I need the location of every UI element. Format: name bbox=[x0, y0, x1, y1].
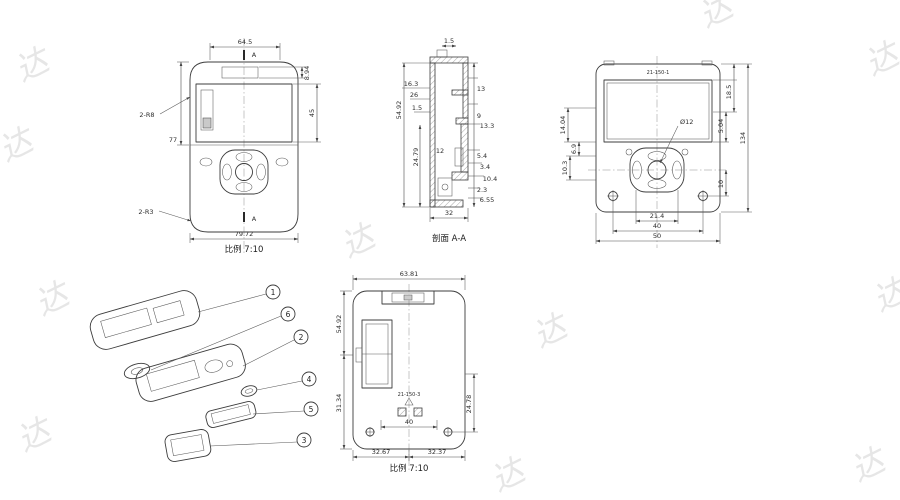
back-body-outline bbox=[595, 63, 721, 213]
section-marker-a-bottom: A bbox=[252, 215, 257, 223]
exploded-part-button bbox=[240, 385, 258, 397]
watermark-text: 达 bbox=[845, 439, 894, 489]
section-view-dimensions: 1.5 16.3 26 1.5 54.92 24.79 12 13 bbox=[395, 37, 497, 222]
dim-50: 50 bbox=[653, 232, 661, 240]
internal-scale-label: 比例 7:10 bbox=[390, 463, 429, 474]
dim-134: 134 bbox=[739, 132, 747, 144]
dim-34: 3.4 bbox=[480, 163, 490, 171]
internal-screw-hole-left bbox=[365, 427, 375, 437]
section-title: 剖面 A-A bbox=[432, 233, 466, 244]
exploded-balloons: 1 6 2 4 5 3 bbox=[150, 284, 319, 448]
internal-view-dimensions: 63.81 54.92 31.34 24.78 40 32.67 32.37 bbox=[335, 270, 478, 461]
dim-3237: 32.37 bbox=[428, 448, 447, 456]
watermark-text: 达 bbox=[859, 33, 900, 83]
back-screw-hole-right bbox=[697, 190, 709, 202]
back-view: 21-150-1 Ø12 134 bbox=[559, 56, 752, 248]
dim-3134: 31.34 bbox=[335, 394, 343, 413]
section-marker-a-top: A bbox=[252, 51, 257, 59]
watermark-text: 达 bbox=[29, 273, 78, 323]
dim-504: 5.04 bbox=[717, 119, 725, 133]
dim-185: 18.5 bbox=[725, 85, 733, 99]
dim-top-width: 64.5 bbox=[238, 38, 252, 46]
dim-104: 10.4 bbox=[483, 175, 497, 183]
exploded-part-mid-frame bbox=[135, 343, 246, 402]
watermark-text: 达 bbox=[335, 215, 384, 265]
dim-hole-dia: Ø12 bbox=[680, 118, 693, 126]
balloon-6: 6 bbox=[286, 310, 291, 319]
dim-1404: 14.04 bbox=[559, 116, 567, 135]
dim-32: 32 bbox=[445, 209, 453, 217]
watermark-text: 达 bbox=[11, 409, 60, 459]
front-view-dimensions: 64.5 8.94 45 77 2-R8 2-R3 79.72 bbox=[138, 38, 321, 243]
dim-10: 10 bbox=[717, 180, 725, 188]
internal-screw-hole-right bbox=[443, 427, 453, 437]
dim-12: 12 bbox=[436, 147, 444, 155]
exploded-part-gasket bbox=[123, 362, 151, 380]
back-view-dimensions: 134 18.5 5.04 10 14.04 6.9 10.3 bbox=[559, 63, 752, 244]
watermark-text: 达 bbox=[0, 119, 42, 169]
back-screw-hole-left bbox=[607, 190, 619, 202]
front-scale-label: 比例 7:10 bbox=[225, 244, 264, 255]
dim-screen-height: 45 bbox=[308, 109, 316, 117]
section-left-wall bbox=[429, 62, 436, 208]
watermark-text: 达 bbox=[527, 305, 576, 355]
balloon-4: 4 bbox=[307, 375, 312, 384]
label-corner-radius-bottom: 2-R3 bbox=[138, 208, 153, 216]
front-screen bbox=[195, 83, 293, 143]
watermark-text: 达 bbox=[693, 0, 742, 35]
dim-26: 26 bbox=[410, 91, 418, 99]
back-nav-cluster bbox=[629, 147, 685, 193]
dim-5492: 54.92 bbox=[395, 101, 403, 120]
watermark-text: 达 bbox=[485, 449, 534, 499]
dim-9: 9 bbox=[477, 112, 481, 120]
exploded-part-front-cover bbox=[89, 290, 201, 350]
balloon-1: 1 bbox=[271, 288, 276, 297]
dim-cap: 1.5 bbox=[444, 37, 454, 45]
dim-40: 40 bbox=[405, 418, 413, 426]
dim-214: 21.4 bbox=[650, 212, 664, 220]
watermark-text: 达 bbox=[867, 269, 900, 319]
dim-3267: 32.67 bbox=[372, 448, 391, 456]
front-nav-cluster bbox=[199, 149, 289, 195]
front-view: A A 64.5 8.94 45 77 2-R8 2-R3 bbox=[138, 38, 321, 255]
back-screen bbox=[603, 79, 713, 143]
internal-part-number: 21-150-3 bbox=[398, 392, 421, 398]
back-part-number: 21-150-1 bbox=[647, 70, 670, 76]
dim-13: 13 bbox=[477, 85, 485, 93]
dim-window-height: 8.94 bbox=[303, 66, 311, 80]
dim-103: 10.3 bbox=[561, 161, 569, 175]
exploded-part-plate bbox=[205, 401, 257, 428]
dim-23: 2.3 bbox=[477, 186, 487, 194]
dim-2478: 24.78 bbox=[465, 395, 473, 414]
exploded-view: 1 6 2 4 5 3 bbox=[89, 284, 319, 462]
watermark-text: 达 bbox=[9, 39, 58, 89]
balloon-2: 2 bbox=[299, 333, 304, 342]
label-corner-radius-top: 2-R8 bbox=[139, 111, 154, 119]
dim-6381: 63.81 bbox=[400, 270, 419, 278]
internal-view: 21-150-3 63.81 54.92 31.34 bbox=[335, 270, 478, 474]
exploded-part-battery-cover bbox=[164, 429, 212, 462]
section-view: 1.5 16.3 26 1.5 54.92 24.79 12 13 bbox=[395, 37, 497, 244]
balloon-5: 5 bbox=[309, 405, 314, 414]
dim-163: 16.3 bbox=[404, 80, 418, 88]
dim-left-height: 77 bbox=[169, 136, 177, 144]
balloon-3: 3 bbox=[302, 436, 307, 445]
dim-655: 6.55 bbox=[480, 196, 494, 204]
dim-133: 13.3 bbox=[480, 122, 494, 130]
internal-battery-compartment bbox=[355, 319, 393, 389]
dim-40: 40 bbox=[653, 222, 661, 230]
dim-wall: 1.5 bbox=[412, 104, 422, 112]
dim-2479: 24.79 bbox=[412, 148, 420, 167]
dim-bottom-width: 79.72 bbox=[235, 230, 254, 238]
dim-69: 6.9 bbox=[570, 144, 578, 154]
dim-54: 5.4 bbox=[477, 152, 487, 160]
front-body-outline bbox=[189, 61, 299, 233]
dim-5492: 54.92 bbox=[335, 315, 343, 334]
front-top-window bbox=[221, 66, 259, 79]
